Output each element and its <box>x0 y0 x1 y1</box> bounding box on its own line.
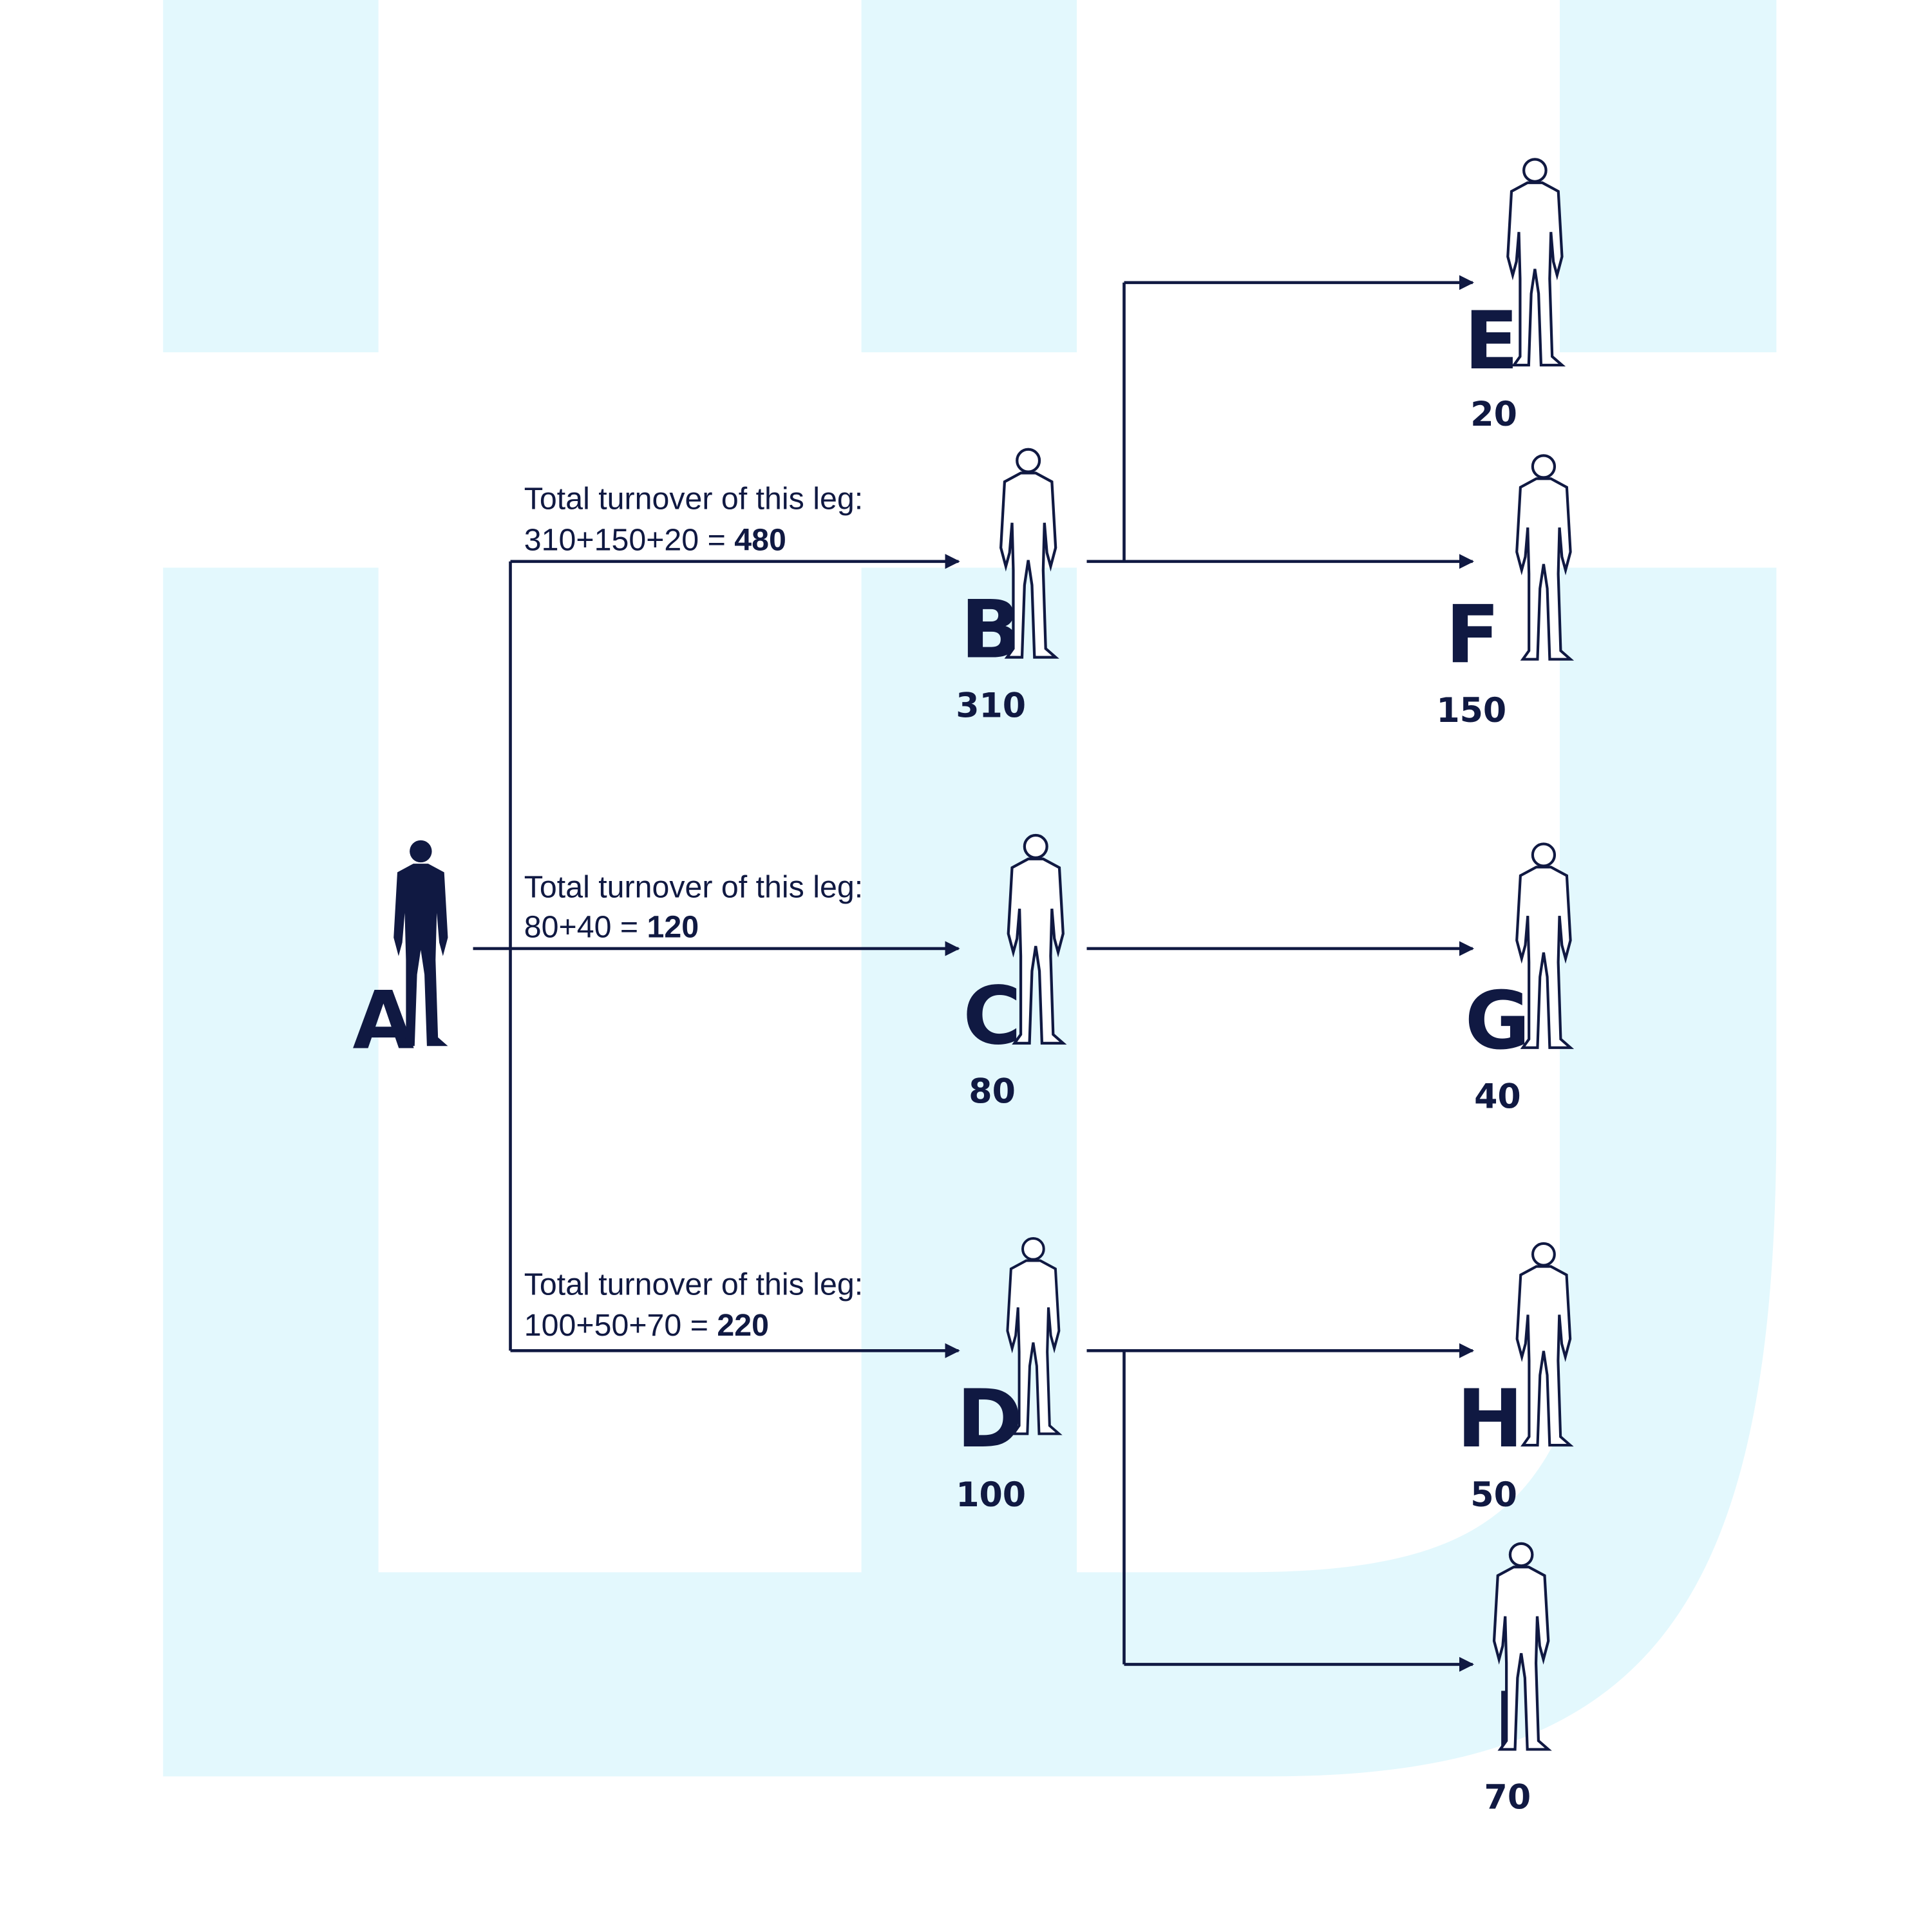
background-shapes <box>163 0 1777 1777</box>
node-d-letter: D <box>956 1373 1023 1466</box>
node-f-letter: F <box>1445 589 1500 681</box>
leg-2-title: Total turnover of this leg: <box>524 870 863 905</box>
leg-3-title: Total turnover of this leg: <box>524 1267 863 1302</box>
node-a-letter: A <box>352 975 414 1068</box>
leg-2-formula: 80+40 = 120 <box>524 910 699 945</box>
node-g-letter: G <box>1465 975 1531 1068</box>
connectors <box>473 275 1475 1672</box>
node-d-value: 100 <box>956 1476 1026 1515</box>
node-c-value: 80 <box>969 1073 1016 1112</box>
node-g-value: 40 <box>1474 1077 1521 1116</box>
node-e-letter: E <box>1464 295 1519 388</box>
node-e-value: 20 <box>1470 395 1517 434</box>
node-i-value: 70 <box>1484 1779 1531 1817</box>
node-f-value: 150 <box>1436 692 1506 730</box>
leg-1-title: Total turnover of this leg: <box>524 482 863 516</box>
node-h-value: 50 <box>1470 1476 1517 1515</box>
leg-3-formula: 100+50+70 = 220 <box>524 1308 769 1343</box>
leg-1-formula: 310+150+20 = 480 <box>524 522 786 557</box>
node-h-letter: H <box>1457 1373 1524 1466</box>
node-b-letter: B <box>961 584 1021 677</box>
node-b-value: 310 <box>956 687 1026 725</box>
node-c-letter: C <box>963 970 1021 1063</box>
